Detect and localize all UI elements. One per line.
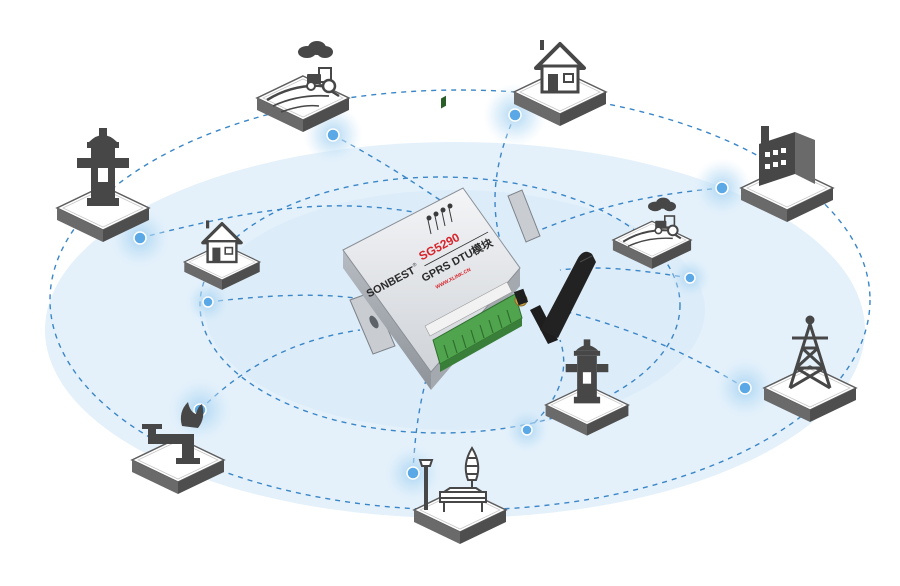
fire-hydrant-icon [565,339,609,404]
brand-mark: ® [411,261,418,269]
node-signal-points [108,83,777,503]
park-bench-icon [418,446,487,512]
pipeline-fire-node [131,402,225,495]
status-leds [426,203,453,235]
power-tower-icon [788,315,832,390]
factory-node [740,126,834,223]
tractor-icon [266,41,340,113]
farm-tractor-node-small [612,197,692,270]
house-icon [534,40,586,94]
tractor-icon [622,197,682,248]
house-node-top [513,40,607,127]
fire-hydrant-node-right [544,339,630,437]
factory-icon [759,126,815,186]
park-bench-node [413,446,507,545]
fire-hydrant-node-left [56,128,150,243]
gprs-dtu-device: SONBEST ® SG5290 GPRS DTU模块 WWW.XLINK.CN [342,95,596,390]
power-tower-node [763,315,857,423]
house-icon [201,220,243,264]
farm-tractor-node [256,41,350,133]
antenna [513,251,596,344]
fire-hydrant-icon [77,128,129,206]
terminal-block [424,95,523,372]
pipe-valve-icon [142,402,204,464]
house-node-small [183,220,261,291]
